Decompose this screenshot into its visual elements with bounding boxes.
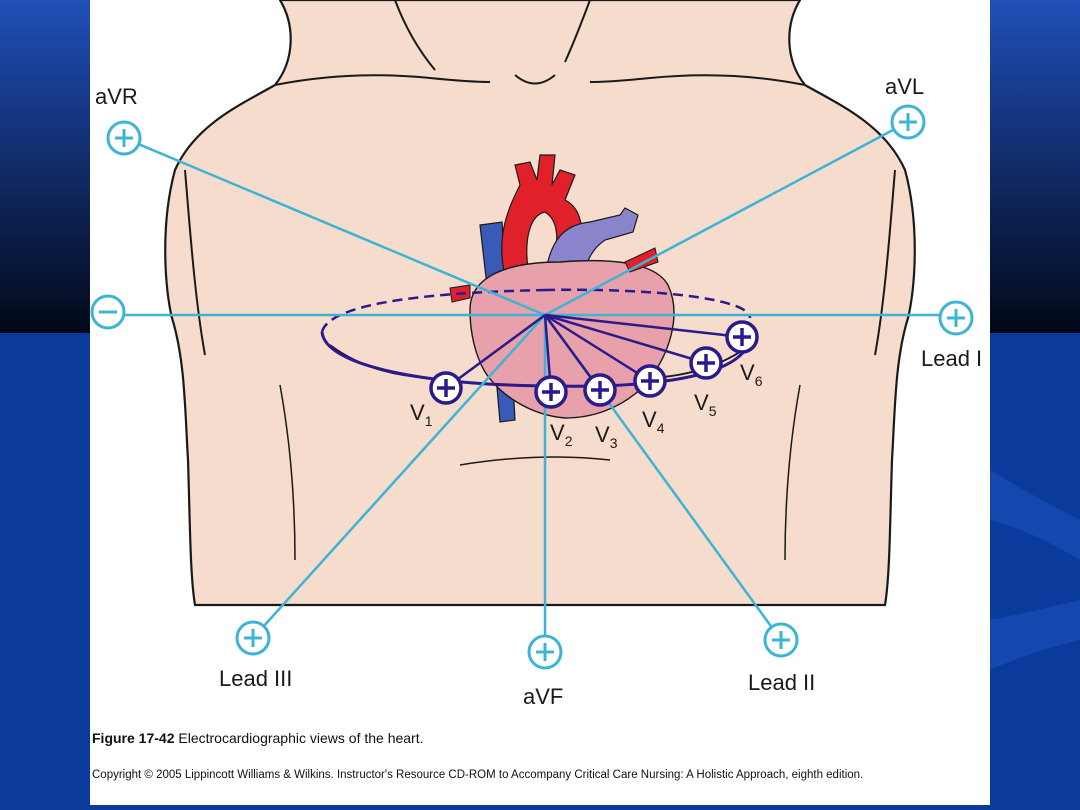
- label-lead-ii: Lead II: [748, 670, 815, 695]
- heart: [449, 154, 675, 423]
- clavicle-line: [274, 74, 491, 86]
- rib-line: [459, 456, 611, 466]
- arm-line: [184, 169, 206, 356]
- caption-text: Electrocardiographic views of the heart.: [174, 730, 424, 746]
- label-avf: aVF: [523, 684, 563, 709]
- label-lead-iii: Lead III: [219, 666, 292, 691]
- limb-lead-lines: [114, 120, 948, 652]
- label-v5: V5: [694, 390, 717, 419]
- label-v3: V3: [595, 422, 618, 451]
- copyright-notice: Copyright © 2005 Lippincott Williams & W…: [92, 769, 864, 781]
- electrode-lead-iii: [235, 620, 271, 656]
- figure-caption: Figure 17-42 Electrocardiographic views …: [92, 730, 982, 747]
- neck-line: [394, 0, 436, 71]
- electrode-v5: [689, 346, 723, 380]
- arm-line: [874, 169, 896, 356]
- electrode-lead-i-positive: [938, 300, 974, 336]
- clavicle-line: [589, 74, 806, 86]
- electrode-lead-i-negative: [90, 294, 126, 330]
- label-avl: aVL: [885, 74, 924, 99]
- ecg-leads-diagram: aVR aVL Lead I Lead III aVF Lead II V1 V…: [90, 0, 982, 709]
- electrode-avl: [890, 104, 926, 140]
- figure-number: Figure 17-42: [92, 730, 175, 746]
- sternal-notch: [514, 74, 556, 85]
- label-v6: V6: [740, 360, 763, 389]
- label-avr: aVR: [95, 84, 138, 109]
- label-v2: V2: [550, 420, 573, 449]
- electrode-lead-ii: [763, 622, 799, 658]
- left-pulmonary-vessel: [624, 247, 659, 273]
- label-v1: V1: [410, 400, 433, 429]
- label-v4: V4: [642, 407, 665, 436]
- side-line: [279, 384, 296, 561]
- electrode-avr: [106, 120, 142, 156]
- electrode-v3: [583, 373, 617, 407]
- electrode-v2: [534, 375, 568, 409]
- electrode-v6: [725, 320, 759, 354]
- figure-panel: aVR aVL Lead I Lead III aVF Lead II V1 V…: [90, 0, 990, 805]
- electrode-v4: [633, 364, 667, 398]
- side-line: [784, 384, 801, 561]
- label-lead-i: Lead I: [921, 346, 982, 371]
- electrode-v1: [429, 371, 463, 405]
- electrode-avf: [527, 634, 563, 670]
- neck-line: [564, 0, 591, 63]
